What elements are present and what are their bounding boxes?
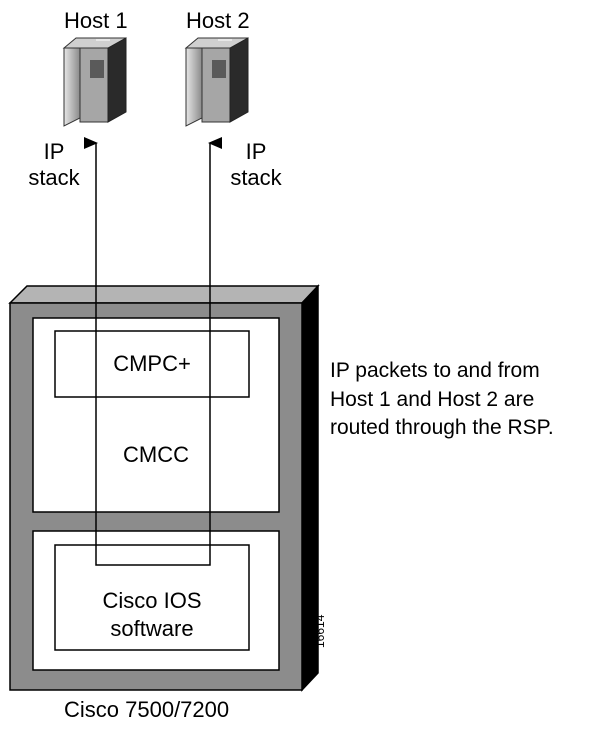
- routing-note-line-1: IP packets to and from: [330, 359, 540, 382]
- cisco-ios-label: Cisco IOS: [102, 588, 202, 613]
- cmcc-label: CMCC: [123, 442, 189, 467]
- host-1-stack-label: stack: [28, 165, 80, 190]
- chassis-top-face: [8, 285, 320, 304]
- host-2-ip-label: IP: [245, 139, 267, 164]
- host-2-computer-icon: [184, 37, 249, 127]
- platform-label: Cisco 7500/7200: [64, 697, 230, 722]
- cmpc-plus-label: CMPC+: [113, 351, 191, 376]
- figure-id: 16614: [313, 614, 327, 648]
- routing-note-line-3: routed through the RSP.: [330, 416, 554, 439]
- routing-note-line-2: Host 1 and Host 2 are: [330, 387, 535, 411]
- host-2-label: Host 2: [186, 8, 250, 33]
- host-1-label: Host 1: [64, 8, 128, 33]
- software-label: software: [110, 616, 194, 641]
- routing-note: IP packets to and from Host 1 and Host 2…: [330, 357, 554, 443]
- cmpc-plus-box: [54, 330, 250, 398]
- host-1-computer-icon: [62, 37, 127, 127]
- host-2-stack-label: stack: [230, 165, 282, 190]
- ip-packet-path-arrow: [84, 137, 222, 566]
- cisco-ios-box: [54, 544, 250, 651]
- host-1-ip-label: IP: [43, 139, 65, 164]
